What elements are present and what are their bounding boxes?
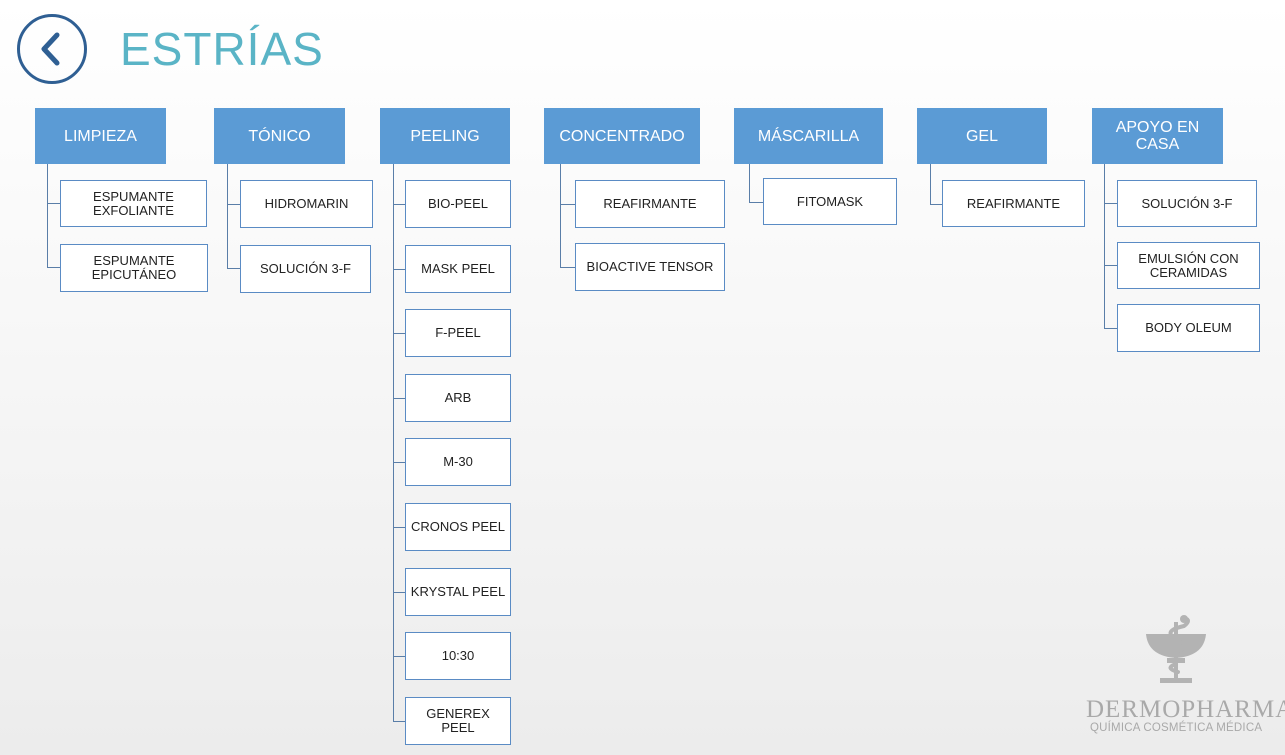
header-label: PEELING (410, 127, 480, 145)
connector-line (47, 203, 60, 204)
item-mask-peel[interactable]: MASK PEEL (405, 245, 511, 293)
item-body-oleum[interactable]: BODY OLEUM (1117, 304, 1260, 352)
brand-name: DERMOPHARMA® (1086, 696, 1285, 723)
header-tonico: TÓNICO (214, 108, 345, 164)
item-10-30[interactable]: 10:30 (405, 632, 511, 680)
connector-line (47, 164, 48, 267)
connector-line (47, 267, 60, 268)
connector-line (227, 164, 228, 268)
item-fitomask[interactable]: FITOMASK (763, 178, 897, 225)
item-espumante-epicutaneo[interactable]: ESPUMANTE EPICUTÁNEO (60, 244, 208, 292)
connector-line (393, 656, 405, 657)
connector-line (930, 164, 931, 204)
item-emulsion-con-ceramidas[interactable]: EMULSIÓN CON CERAMIDAS (1117, 242, 1260, 289)
item-espumante-exfoliante[interactable]: ESPUMANTE EXFOLIANTE (60, 180, 207, 227)
back-button[interactable] (17, 14, 87, 84)
item-solucion-3f-casa[interactable]: SOLUCIÓN 3-F (1117, 180, 1257, 227)
header-apoyo-en-casa: APOYO EN CASA (1092, 108, 1223, 164)
header-label: CONCENTRADO (559, 127, 685, 145)
page-title: ESTRÍAS (120, 23, 324, 75)
chevron-left-icon (41, 32, 60, 66)
connector-line (560, 267, 575, 268)
header-label: GEL (965, 127, 998, 145)
header-mascarilla: MÁSCARILLA (734, 108, 883, 164)
connector-line (1104, 265, 1117, 266)
item-reafirmante-concentrado[interactable]: REAFIRMANTE (575, 180, 725, 228)
item-arb[interactable]: ARB (405, 374, 511, 422)
caduceus-icon (1146, 615, 1206, 683)
header-gel: GEL (917, 108, 1047, 164)
item-krystal-peel[interactable]: KRYSTAL PEEL (405, 568, 511, 616)
connector-line (749, 202, 763, 203)
item-bioactive-tensor[interactable]: BIOACTIVE TENSOR (575, 243, 725, 291)
header-concentrado: CONCENTRADO (544, 108, 700, 164)
connector-line (749, 164, 750, 202)
header-label: APOYO EN CASA (1115, 119, 1200, 153)
connector-line (227, 268, 240, 269)
header-label: MÁSCARILLA (757, 127, 860, 145)
connector-line (1104, 328, 1117, 329)
connector-line (393, 398, 405, 399)
connector-line (393, 527, 405, 528)
connector-line (1104, 164, 1105, 328)
header-peeling: PEELING (380, 108, 510, 164)
item-cronos-peel[interactable]: CRONOS PEEL (405, 503, 511, 551)
header-label: LIMPIEZA (64, 127, 137, 145)
item-f-peel[interactable]: F-PEEL (405, 309, 511, 357)
connector-line (393, 269, 405, 270)
connector-line (393, 204, 405, 205)
connector-line (560, 164, 561, 267)
connector-line (393, 462, 405, 463)
item-solucion-3f[interactable]: SOLUCIÓN 3-F (240, 245, 371, 293)
connector-line (393, 164, 394, 721)
item-m-30[interactable]: M-30 (405, 438, 511, 486)
header-label: TÓNICO (248, 127, 311, 145)
connector-line (930, 204, 942, 205)
item-generex-peel[interactable]: GENEREX PEEL (405, 697, 511, 745)
item-hidromarin[interactable]: HIDROMARIN (240, 180, 373, 228)
connector-line (393, 592, 405, 593)
item-reafirmante-gel[interactable]: REAFIRMANTE (942, 180, 1085, 227)
brand-tagline: QUÍMICA COSMÉTICA MÉDICA (1090, 722, 1263, 734)
header-limpieza: LIMPIEZA (35, 108, 166, 164)
connector-line (227, 204, 240, 205)
brand-logo: DERMOPHARMA® QUÍMICA COSMÉTICA MÉDICA (1080, 612, 1285, 742)
connector-line (393, 721, 405, 722)
connector-line (393, 333, 405, 334)
connector-line (1104, 203, 1117, 204)
item-bio-peel[interactable]: BIO-PEEL (405, 180, 511, 228)
connector-line (560, 204, 575, 205)
